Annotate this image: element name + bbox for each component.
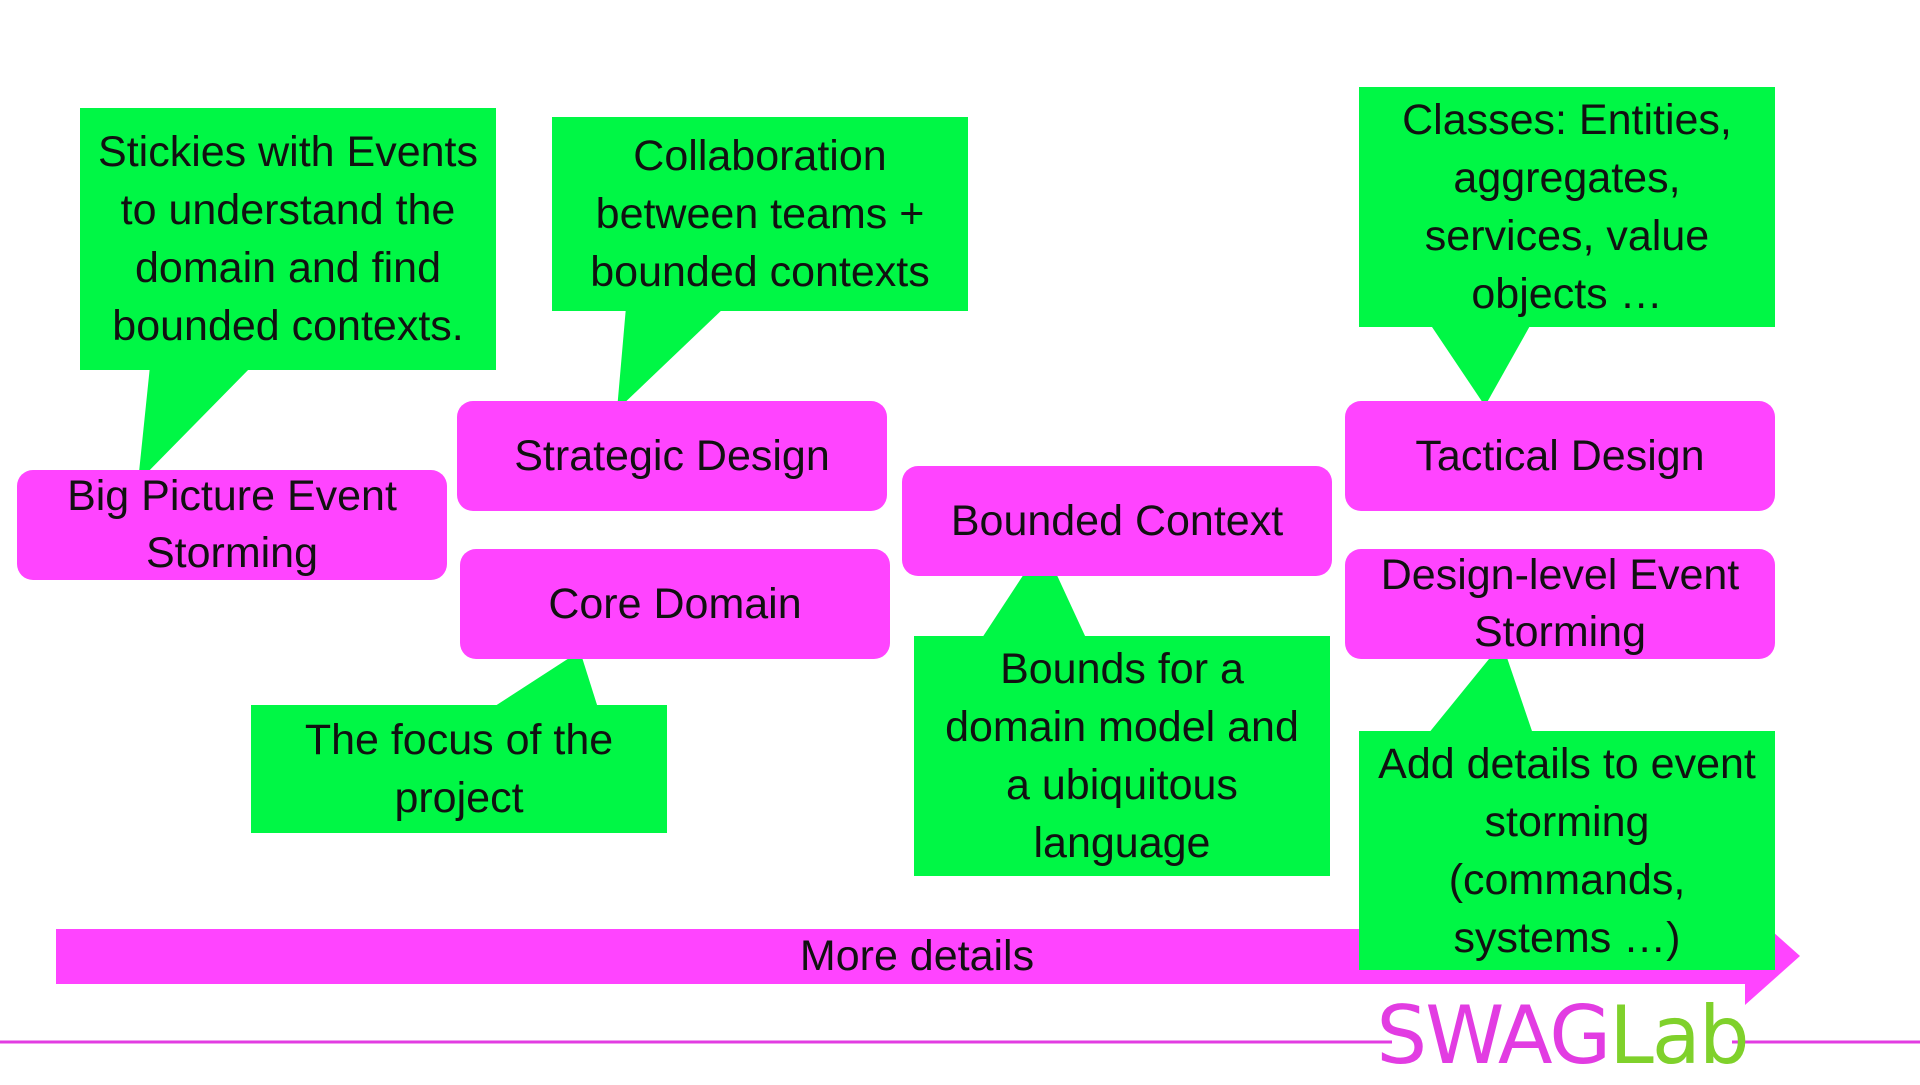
add-details-callout-text: Add details to event storming (commands,…	[1378, 739, 1756, 962]
focus-callout-tail	[492, 651, 598, 708]
stickies-callout-text: Stickies with Events to understand the d…	[98, 128, 478, 350]
big-picture-event-storming-box: Big Picture Event Storming	[17, 470, 447, 580]
brand-part-2: Lab	[1609, 988, 1749, 1082]
strategic-design-box: Strategic Design	[457, 401, 887, 511]
brand-part-1: SWAG	[1376, 988, 1611, 1082]
classes-callout-text: Classes: Entities, aggregates, services,…	[1402, 96, 1732, 318]
core-domain-box: Core Domain	[460, 549, 890, 659]
big-picture-event-storming-label: Big Picture Event Storming	[67, 472, 397, 577]
collaboration-callout: Collaboration between teams + bounded co…	[552, 117, 968, 311]
classes-callout: Classes: Entities, aggregates, services,…	[1359, 87, 1775, 327]
bounded-context-box: Bounded Context	[902, 466, 1332, 576]
bounded-context-label: Bounded Context	[950, 496, 1284, 545]
design-level-event-storming-label: Design-level Event Storming	[1380, 551, 1740, 656]
tactical-design-box: Tactical Design	[1345, 401, 1775, 511]
bounds-callout-tail	[982, 545, 1086, 638]
stickies-callout-tail	[138, 366, 252, 482]
more-details-label: More details	[799, 931, 1035, 980]
tactical-design-label: Tactical Design	[1415, 431, 1705, 480]
collaboration-callout-text: Collaboration between teams + bounded co…	[590, 132, 930, 296]
core-domain-label: Core Domain	[548, 579, 802, 628]
collaboration-callout-tail	[617, 307, 725, 410]
bounds-callout-text: Bounds for a domain model and a ubiquito…	[945, 645, 1299, 867]
classes-callout-tail	[1430, 324, 1531, 406]
bounds-callout: Bounds for a domain model and a ubiquito…	[914, 636, 1330, 876]
focus-callout-text: The focus of the project	[304, 716, 614, 822]
design-level-event-storming-box: Design-level Event Storming	[1345, 549, 1775, 659]
strategic-design-label: Strategic Design	[514, 431, 830, 480]
add-details-callout: Add details to event storming (commands,…	[1359, 731, 1775, 970]
add-details-callout-tail	[1428, 643, 1533, 734]
stickies-callout: Stickies with Events to understand the d…	[80, 108, 496, 370]
focus-callout: The focus of the project	[251, 705, 667, 833]
